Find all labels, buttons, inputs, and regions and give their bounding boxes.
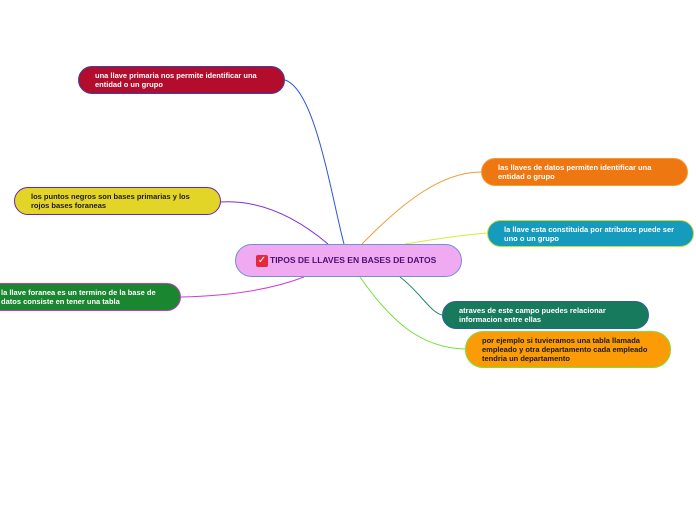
connector-topic-4 <box>361 171 482 245</box>
connector-topic-7 <box>359 276 466 350</box>
central-topic[interactable]: ✓ TIPOS DE LLAVES EN BASES DE DATOS <box>235 244 462 277</box>
connector-topic-1 <box>284 79 345 245</box>
topic-label: la llave foranea es un termino de la bas… <box>1 288 156 306</box>
topic-label: por ejemplo si tuvieramos una tabla llam… <box>482 336 648 363</box>
topic-label: los puntos negros son bases primarias y … <box>31 192 190 210</box>
connector-topic-3 <box>180 276 305 298</box>
topic-primary-key[interactable]: una llave primaria nos permite identific… <box>78 66 285 94</box>
topic-label: la llave esta constituida por atributos … <box>504 224 675 243</box>
topic-foreign-key[interactable]: la llave foranea es un termino de la bas… <box>0 283 181 311</box>
connector-topic-6 <box>399 276 443 316</box>
connector-topic-2 <box>220 201 329 245</box>
checkbox-icon: ✓ <box>256 254 268 267</box>
topic-label: una llave primaria nos permite identific… <box>95 71 257 89</box>
topic-example[interactable]: por ejemplo si tuvieramos una tabla llam… <box>465 331 671 368</box>
topic-label: atraves de este campo puedes relacionar … <box>459 306 606 324</box>
central-topic-label: TIPOS DE LLAVES EN BASES DE DATOS <box>270 255 437 265</box>
topic-key-attributes[interactable]: la llave esta constituida por atributos … <box>487 220 694 247</box>
topic-keys-identify[interactable]: las llaves de datos permiten identificar… <box>481 158 688 186</box>
topic-label: las llaves de datos permiten identificar… <box>498 163 652 181</box>
topic-relate-information[interactable]: atraves de este campo puedes relacionar … <box>442 301 649 329</box>
topic-black-red-points[interactable]: los puntos negros son bases primarias y … <box>14 187 221 215</box>
connector-topic-5 <box>404 232 488 245</box>
